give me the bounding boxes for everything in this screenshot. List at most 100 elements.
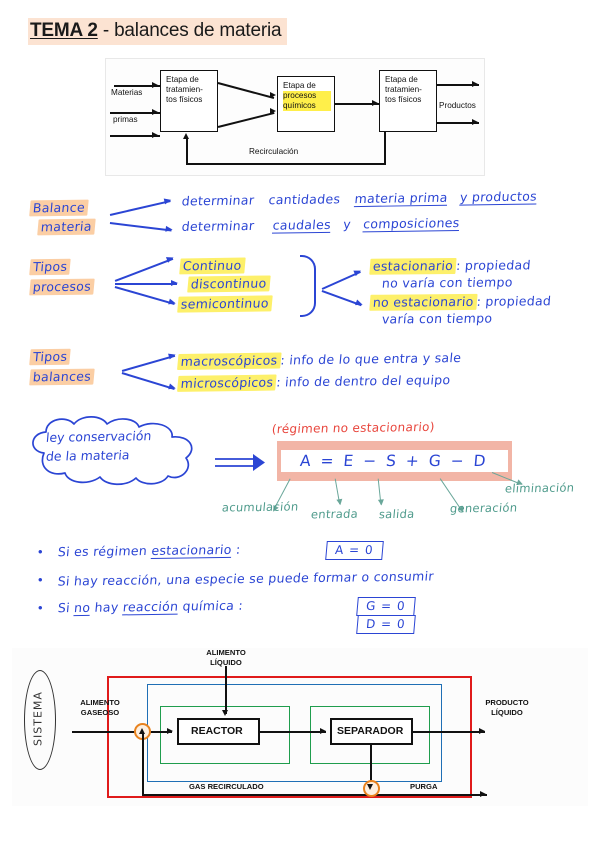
proceso-item-discontinuo-text: discontinuo (187, 275, 271, 293)
purge-node-arrow (366, 784, 373, 790)
arrow-balances-2 (121, 372, 175, 390)
arrow-regime-1 (321, 270, 361, 290)
implies-arrow (215, 452, 267, 479)
input-arrowhead-1 (152, 81, 158, 88)
connector-1a-arrow (270, 92, 276, 98)
system-boundary-rect (107, 676, 472, 798)
bullet-dot-1: • (38, 544, 43, 559)
recycle-arrowhead (182, 133, 189, 139)
cloud-line-1: ley conservación (45, 428, 153, 445)
arrow-balances-1 (121, 354, 176, 372)
recycle-down (384, 132, 386, 164)
input-arrowhead-3 (152, 131, 158, 138)
balance-row1-b: cantidades (267, 191, 342, 208)
regime-nonstationary-term: no estacionario (369, 293, 478, 311)
equation-inner-strip (281, 450, 508, 472)
regime-stationary-detail: no varía con tiempo (381, 274, 513, 290)
stage-box-3-line1: Etapa de (385, 75, 418, 84)
output-arrowhead-2 (472, 118, 478, 125)
regime-stationary-sep: : propiedad (455, 257, 532, 273)
purge-label: PURGA (410, 782, 438, 791)
arrow-procesos-2 (115, 280, 178, 286)
proceso-item-continuo-text: Continuo (179, 257, 246, 275)
balance-row2-c: y (342, 216, 352, 232)
arrow-balance-1 (109, 200, 171, 216)
arrow-balance-2 (109, 222, 172, 232)
input-arrowhead-2 (152, 108, 158, 115)
output-label-productos: Productos (439, 101, 476, 110)
mass-balance-equation-band: A = E − S + G − D (277, 441, 512, 481)
mixer-node-arrow (139, 728, 145, 734)
gas-feed-label-l2: GASEOSO (80, 708, 120, 718)
bullet-1-a: Si es régimen (57, 542, 153, 560)
balance-type-macro-term: macroscópicos (177, 352, 282, 370)
system-label: SISTEMA (31, 691, 45, 746)
balance-row1-a: determinar (181, 192, 256, 209)
arrow-procesos-3 (114, 286, 175, 305)
tag-balance-line1: Balance (29, 199, 89, 217)
system-ellipse (24, 670, 56, 770)
gas-feed-label: ALIMENTO GASEOSO (70, 698, 130, 719)
bullet-dot-2: • (38, 572, 43, 587)
liquid-feed-arrow (221, 710, 228, 716)
stage-box-1: Etapa de tratamien- tos físicos (160, 70, 218, 132)
balance-row2-d: composiciones (362, 215, 461, 232)
recycle-label-bottom: GAS RECIRCULADO (189, 782, 264, 791)
product-label-l1: PRODUCTO (485, 698, 529, 707)
bullet-3-term2: reacción (122, 598, 180, 615)
regime-stationary-detail-text: no varía con tiempo (381, 274, 514, 291)
tag-balance-text1: Balance (29, 199, 89, 217)
balance-type-macro: macroscópicos: info de lo que entra y sa… (177, 350, 463, 370)
proceso-item-semicontinuo-text: semicontinuo (177, 295, 273, 313)
proceso-item-discontinuo: discontinuo (187, 275, 271, 293)
balance-row-2: determinar caudales y composiciones (181, 215, 460, 234)
tag-procesos-line2: procesos (29, 278, 95, 296)
label-salida: salida (378, 506, 416, 522)
regime-stationary: estacionario: propiedad (369, 257, 532, 275)
balance-type-micro: microscópicos: info de dentro del equipo (177, 372, 451, 392)
balance-row1-c: materia prima (353, 189, 449, 207)
connector-1b (217, 111, 275, 128)
balance-row2-b: caudales (272, 216, 332, 233)
bullet-3-mid: hay (89, 599, 124, 615)
tag-balances-line1: Tipos (29, 348, 72, 366)
tag-procesos-text1: Tipos (29, 258, 72, 276)
product-label: PRODUCTO LÍQUIDO (474, 698, 540, 719)
bullet-1-text: Si es régimen estacionario : (57, 542, 241, 560)
bullet-1-term: estacionario (150, 541, 233, 558)
stage-box-1-line1: Etapa de (166, 75, 199, 84)
input-line-2 (110, 112, 160, 114)
stage-box-3: Etapa de tratamien- tos físicos (379, 70, 437, 132)
reactor-separator-flowsheet: SISTEMA REACTOR SEPARADOR (12, 648, 588, 806)
purge-drop-line (370, 745, 372, 790)
gas-feed-line (72, 731, 172, 733)
output-line-1 (437, 84, 479, 86)
input-label-primas: primas (113, 115, 138, 124)
product-line (413, 731, 485, 733)
proceso-item-semicontinuo: semicontinuo (177, 295, 273, 313)
process-stages-diagram: Materias primas Etapa de tratamien- tos … (105, 58, 485, 176)
recycle-riser (142, 732, 144, 795)
stage-box-2-line2: procesos (283, 91, 331, 101)
separator-box (330, 718, 413, 745)
input-label-materias: Materias (111, 88, 143, 97)
tag-procesos-line1: Tipos (29, 258, 72, 276)
connector-2-arrow (372, 99, 378, 106)
proceso-item-continuo: Continuo (179, 257, 246, 275)
balance-row-1: determinar cantidades materia prima y pr… (181, 189, 538, 209)
arrow-regime-2 (321, 290, 362, 306)
input-line-3 (110, 135, 160, 137)
balance-row2-a: determinar (181, 217, 256, 234)
output-arrowhead-1 (472, 80, 478, 87)
recycle-label-text: Recirculación (249, 147, 299, 156)
stage-box-2-line1: Etapa de (283, 81, 316, 90)
regime-nonstationary: no estacionario: propiedad (369, 293, 552, 311)
page-title-subject: - balances de materia (97, 20, 282, 41)
mass-balance-equation: A = E − S + G − D (299, 452, 490, 470)
bullet-1-b: : (231, 541, 242, 557)
liquid-feed-line (225, 666, 227, 714)
reactor-to-separator-line (260, 731, 326, 733)
tag-balance-line2: materia (37, 218, 96, 236)
input-line-1 (114, 85, 160, 87)
balance-type-macro-detail: : info de lo que entra y sale (279, 350, 463, 368)
